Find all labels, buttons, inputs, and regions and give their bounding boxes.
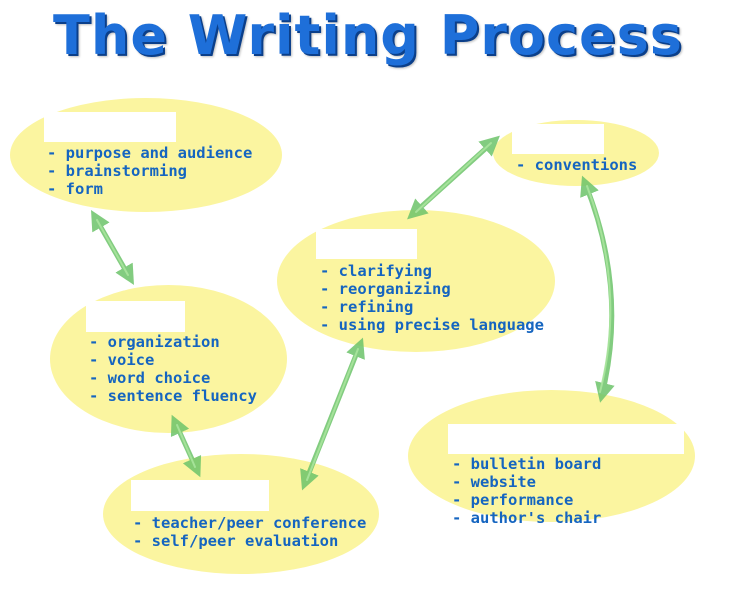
list-item: - bulletin board	[452, 455, 602, 473]
stage-editing-label	[512, 124, 604, 154]
stage-drafting-label	[86, 301, 185, 332]
list-item: - form	[47, 180, 103, 198]
stage-revising-label	[316, 229, 417, 259]
list-item: - purpose and audience	[47, 144, 253, 162]
list-item: - author's chair	[452, 509, 602, 527]
list-item: - conventions	[516, 156, 638, 174]
stage-sharing-items: - teacher/peer conference - self/peer ev…	[133, 514, 366, 550]
list-item: - website	[452, 473, 536, 491]
list-item: - refining	[320, 298, 414, 316]
list-item: - brainstorming	[47, 162, 187, 180]
stage-prewriting-items: - purpose and audience - brainstorming -…	[47, 144, 252, 198]
list-item: - performance	[452, 491, 574, 509]
list-item: - self/peer evaluation	[133, 532, 339, 550]
stage-revising-items: - clarifying - reorganizing - refining -…	[320, 262, 544, 334]
list-item: - clarifying	[320, 262, 432, 280]
stage-drafting-items: - organization - voice - word choice - s…	[89, 333, 257, 405]
stage-editing-items: - conventions	[516, 156, 637, 174]
stage-publishing-ellipse	[408, 390, 695, 522]
diagram-title: The Writing Process	[53, 4, 683, 67]
stage-publishing-label	[448, 424, 684, 454]
list-item: - organization	[89, 333, 220, 351]
arrow-editing-publishing	[580, 175, 615, 403]
list-item: - voice	[89, 351, 155, 369]
stage-prewriting-label	[44, 112, 176, 142]
list-item: - sentence fluency	[89, 387, 257, 405]
list-item: - using precise language	[320, 316, 544, 334]
list-item: - teacher/peer conference	[133, 514, 367, 532]
stage-sharing-label	[131, 480, 269, 511]
list-item: - reorganizing	[320, 280, 451, 298]
list-item: - word choice	[89, 369, 211, 387]
stage-publishing-items: - bulletin board - website - performance…	[452, 455, 601, 527]
